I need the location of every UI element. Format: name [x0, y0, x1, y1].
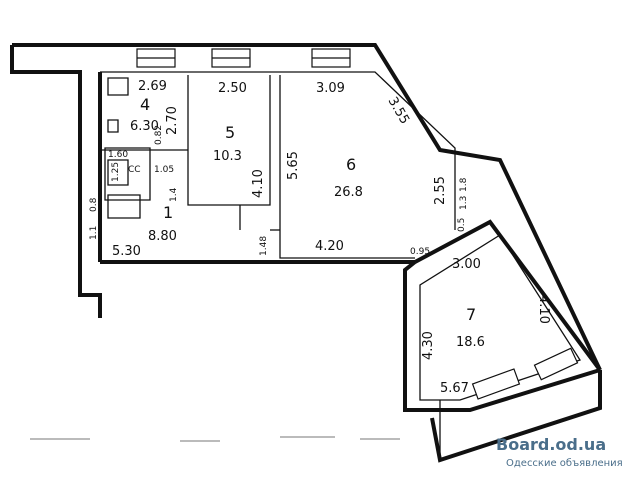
room-7: 3.00 7 18.6 4.30 4.10 5.67 [421, 257, 551, 396]
room-6-number: 6 [346, 155, 356, 174]
room-6-dim-bottom: 4.20 [315, 239, 344, 254]
hall-dim-3: 1.1 [89, 226, 99, 240]
room-1: 1 8.80 5.30 [112, 203, 177, 259]
windows [136, 48, 579, 400]
room-5-dim-top: 2.50 [218, 81, 247, 96]
room-1-number: 1 [163, 203, 173, 222]
corner-dim-3: 1.8 [459, 177, 469, 192]
window-4 [471, 368, 521, 400]
interior-walls [100, 71, 581, 460]
corner-dim-4: 1.3 [459, 196, 469, 210]
door-dim: 1.48 [259, 236, 269, 256]
wc-width: 1.05 [154, 165, 174, 175]
room-7-dim-right: 4.10 [536, 295, 551, 324]
corner-dim-1: 0.95 [410, 247, 430, 257]
bath-width: 1.60 [108, 150, 128, 160]
room-4-number: 4 [140, 95, 150, 114]
room-4-dim-side: 2.70 [165, 106, 180, 135]
room-5: 2.50 5 10.3 4.10 [213, 81, 266, 198]
room-7-dim-top: 3.00 [452, 257, 481, 272]
small-dimensions: 1.60 СС 1.25 1.05 0.82 1.4 0.8 1.1 1.48 … [89, 125, 469, 257]
bath-height: 1.25 [111, 162, 121, 182]
room-7-area: 18.6 [456, 335, 485, 350]
watermark-site: Board.od.ua [496, 435, 606, 454]
room-6: 3.09 5.65 3.55 6 26.8 2.55 4.20 [286, 81, 448, 254]
room-5-number: 5 [225, 123, 235, 142]
bath-label: СС [128, 165, 141, 175]
watermark-tagline: Одесские объявления [506, 458, 623, 469]
scan-noise [30, 436, 400, 442]
room-7-dim-bottom: 5.67 [440, 381, 469, 396]
room-5-dim-side: 4.10 [251, 169, 266, 198]
room-4-area: 6.30 [130, 119, 159, 134]
hall-dim-1: 1.4 [169, 187, 179, 202]
room-6-dim-right: 2.55 [433, 176, 448, 205]
window-5 [533, 347, 579, 381]
room-6-dim-top: 3.09 [316, 81, 345, 96]
room-5-area: 10.3 [213, 149, 242, 164]
room-4: 2.69 4 6.30 2.70 [130, 79, 180, 135]
closet-dim: 0.82 [154, 125, 164, 145]
watermark: Board.od.ua Одесские объявления [496, 435, 623, 469]
room-1-area: 8.80 [148, 229, 177, 244]
room-6-area: 26.8 [334, 185, 363, 200]
building-outline [10, 43, 602, 463]
room-7-number: 7 [466, 305, 476, 324]
corner-dim-2: 0.5 [457, 218, 467, 232]
room-7-dim-left: 4.30 [421, 331, 436, 360]
room-6-dim-left: 5.65 [286, 151, 301, 180]
hall-dim-2: 0.8 [89, 197, 99, 212]
room-1-dim-bottom: 5.30 [112, 244, 141, 259]
room-4-dim-top: 2.69 [138, 79, 167, 94]
